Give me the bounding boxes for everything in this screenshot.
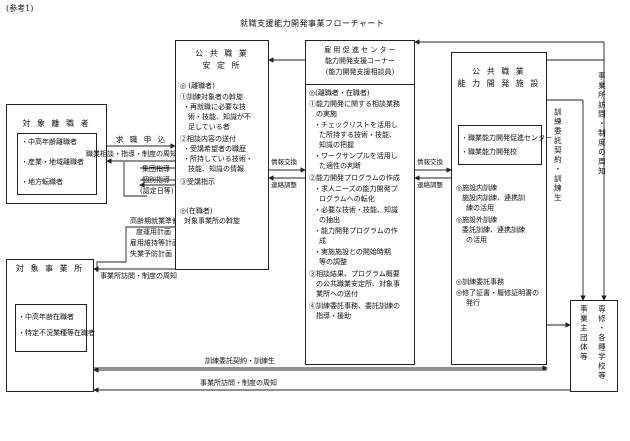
center-item: 業所への送付 xyxy=(316,290,358,298)
center-item: 指導・援助 xyxy=(316,312,351,320)
employer-title: 対 象 事 業 所 xyxy=(15,264,85,273)
recognition-period-label: (認定日等) xyxy=(140,187,174,195)
center-item: ③相談結果、プログラム概要 xyxy=(309,270,400,278)
visit-notice-bottom-label: 事業所訪問・制度の周知 xyxy=(200,379,277,387)
consult-label: 職業相談・指導・制度の周知 xyxy=(86,150,177,158)
center-item: ・必要な技術・技能、知識 xyxy=(314,206,398,214)
center-item: ④訓練委託事務、委託訓練の xyxy=(309,302,400,310)
facility-item: 委託訓練、連携訓練 xyxy=(462,226,525,234)
center-item: の公共職業安定所、対象事 xyxy=(316,280,400,288)
facility-item: ◎施設外訓練 xyxy=(456,216,498,224)
center-item: ログラムへの転化 xyxy=(319,195,375,203)
ps-office-item: ・所持している技術・ xyxy=(183,155,253,163)
employer-box: 対 象 事 業 所 ・中高年齢在職者 ・特定不況業種等在職者 xyxy=(6,259,95,392)
ps-office-section-head: ◎(在職者) xyxy=(180,207,213,215)
ps-office-item: ③受講指示 xyxy=(180,178,215,186)
center-item: ・能力開発プログラムの作 xyxy=(314,227,398,235)
center-item: 等の調整 xyxy=(319,258,347,266)
ps-office-item: ・受講希望者の職歴 xyxy=(183,145,246,153)
cert-item: 度運用計画 xyxy=(136,228,171,236)
center-title-box: 雇 用 促 進 セ ン タ ー 能力開発支援コーナー (能力開発支援相談員) xyxy=(306,41,414,85)
schools-label: 専修・各種学校等 xyxy=(597,305,607,381)
cert-item: 雇用維持等計画 xyxy=(130,239,179,247)
center-item: た適性の判断 xyxy=(319,162,361,170)
center-item: ・実施施設との開始時期 xyxy=(314,248,391,256)
job-seeker-box: 対 象 離 職 者 ・中高年齢離職者 ・産業・地域離職者 ・地方転職者 xyxy=(6,104,107,204)
job-seeker-list: ・中高年齢離職者 ・産業・地域離職者 ・地方転職者 xyxy=(17,133,97,195)
info-exchange-label-2: 情報交換 xyxy=(417,158,443,166)
center-title-2: 能力開発支援コーナー xyxy=(325,57,395,65)
liaison-label: 連絡調整 xyxy=(271,181,297,189)
facility-item: ◎訓練委託事務 xyxy=(456,278,505,286)
ps-office-item: 足している者 xyxy=(188,123,230,131)
ps-office-item: 対象事業所の斡旋 xyxy=(184,217,240,225)
center-item: ・求人ニーズの能力開発プ xyxy=(314,185,398,193)
liaison-label-2: 連絡調整 xyxy=(417,181,443,189)
owners-label: 事業主団体等 xyxy=(579,305,589,362)
center-title-3: (能力開発支援相談員) xyxy=(325,68,395,76)
training-contract-vertical-label: 訓練委託契約・訓練生 xyxy=(553,108,563,203)
ps-office-box: 公 共 職 業 安 定 所 ◎ (離職者) ①訓練対象者の斡旋 ・再就職に必要な… xyxy=(175,40,269,270)
facility-inner-box: ・職業能力開発促進センター ・職業能力開発校 xyxy=(458,125,552,165)
facility-item: ◎修了証書・履修証明書の xyxy=(456,289,540,297)
facility-title: 公 共 職 業 xyxy=(472,67,526,76)
training-facility-box: 公 共 職 業 能 力 開 発 施 設 ・職業能力開発促進センター ・職業能力開… xyxy=(451,52,552,365)
cert-item: 失業予防計画 xyxy=(130,250,172,258)
center-item: た所持する技術・技能、 xyxy=(319,131,396,139)
center-title: 雇 用 促 進 セ ン タ ー xyxy=(324,46,396,54)
reference-label: (参考1) xyxy=(6,4,34,13)
info-exchange-label: 情報交換 xyxy=(271,158,297,166)
facility-item: 施設内訓練、連携訓 xyxy=(462,194,525,202)
group-guidance-label: 集団指導 xyxy=(142,165,170,173)
ps-office-item: ・再就職に必要な技 xyxy=(183,103,246,111)
ps-office-item: 術・技能、知識が不 xyxy=(188,113,251,121)
ps-office-item: 技能、知識の情報 xyxy=(188,165,244,173)
center-item: ①能力開発に関する相談業務 xyxy=(309,100,400,108)
facility-item: 練の活用 xyxy=(466,204,494,212)
employer-item: ・中高年齢在職者 xyxy=(18,313,74,321)
training-contract-label: 訓練委託契約・訓練生 xyxy=(205,357,275,365)
visit-vertical-label: 事業所訪問・制度の周知 xyxy=(597,72,607,177)
center-item: ・ワークサンプルを活用し xyxy=(314,152,398,160)
facility-inner-item: ・職業能力開発促進センター xyxy=(461,134,552,142)
cert-item: 高齢期就業準備講座受講 xyxy=(130,217,207,225)
ps-office-item: ②相談内容の送付 xyxy=(180,135,236,143)
center-item: ・チェックリストを活用し xyxy=(314,121,398,129)
center-item: 知識の把握 xyxy=(319,141,354,149)
job-seeker-item: ・地方転職者 xyxy=(21,178,63,186)
facility-item: の活用 xyxy=(466,236,487,244)
visit-notice-label: 事業所訪問・制度の周知 xyxy=(100,272,177,280)
employment-center-box: 雇 用 促 進 セ ン タ ー 能力開発支援コーナー (能力開発支援相談員) ◎… xyxy=(305,40,415,365)
schools-owners-box: 専修・各種学校等 事業主団体等 xyxy=(570,300,618,392)
facility-item: 発行 xyxy=(466,299,480,307)
ps-office-title: 公 共 職 業 xyxy=(195,49,249,58)
facility-item: ◎施設内訓練 xyxy=(456,184,498,192)
individual-guidance-label: 個別指導 xyxy=(142,176,170,184)
center-item: の実施 xyxy=(316,110,337,118)
center-item: ②能力開発プログラムの作成 xyxy=(309,174,400,182)
job-seeker-item: ・産業・地域離職者 xyxy=(21,158,84,166)
ps-office-item: ①訓練対象者の斡旋 xyxy=(180,93,243,101)
page-title: 就職支援能力開発事業フローチャート xyxy=(240,19,385,28)
job-seeker-item: ・中高年齢離職者 xyxy=(21,138,77,146)
facility-title-2: 能 力 開 発 施 設 xyxy=(457,79,541,88)
job-seeker-title: 対 象 離 職 者 xyxy=(22,119,91,128)
ps-office-title-2: 安 定 所 xyxy=(202,61,242,70)
center-item: ◎(離職者・在職者) xyxy=(309,89,370,97)
ps-office-section-head: ◎ (離職者) xyxy=(180,82,215,90)
center-item: 成 xyxy=(319,237,326,245)
facility-inner-item: ・職業能力開発校 xyxy=(461,148,517,156)
center-item: の抽出 xyxy=(319,216,340,224)
employer-item: ・特定不況業種等在職者 xyxy=(18,329,95,337)
employer-list: ・中高年齢在職者 ・特定不況業種等在職者 xyxy=(15,304,95,352)
application-label: 求 職 申 込 xyxy=(116,135,168,144)
